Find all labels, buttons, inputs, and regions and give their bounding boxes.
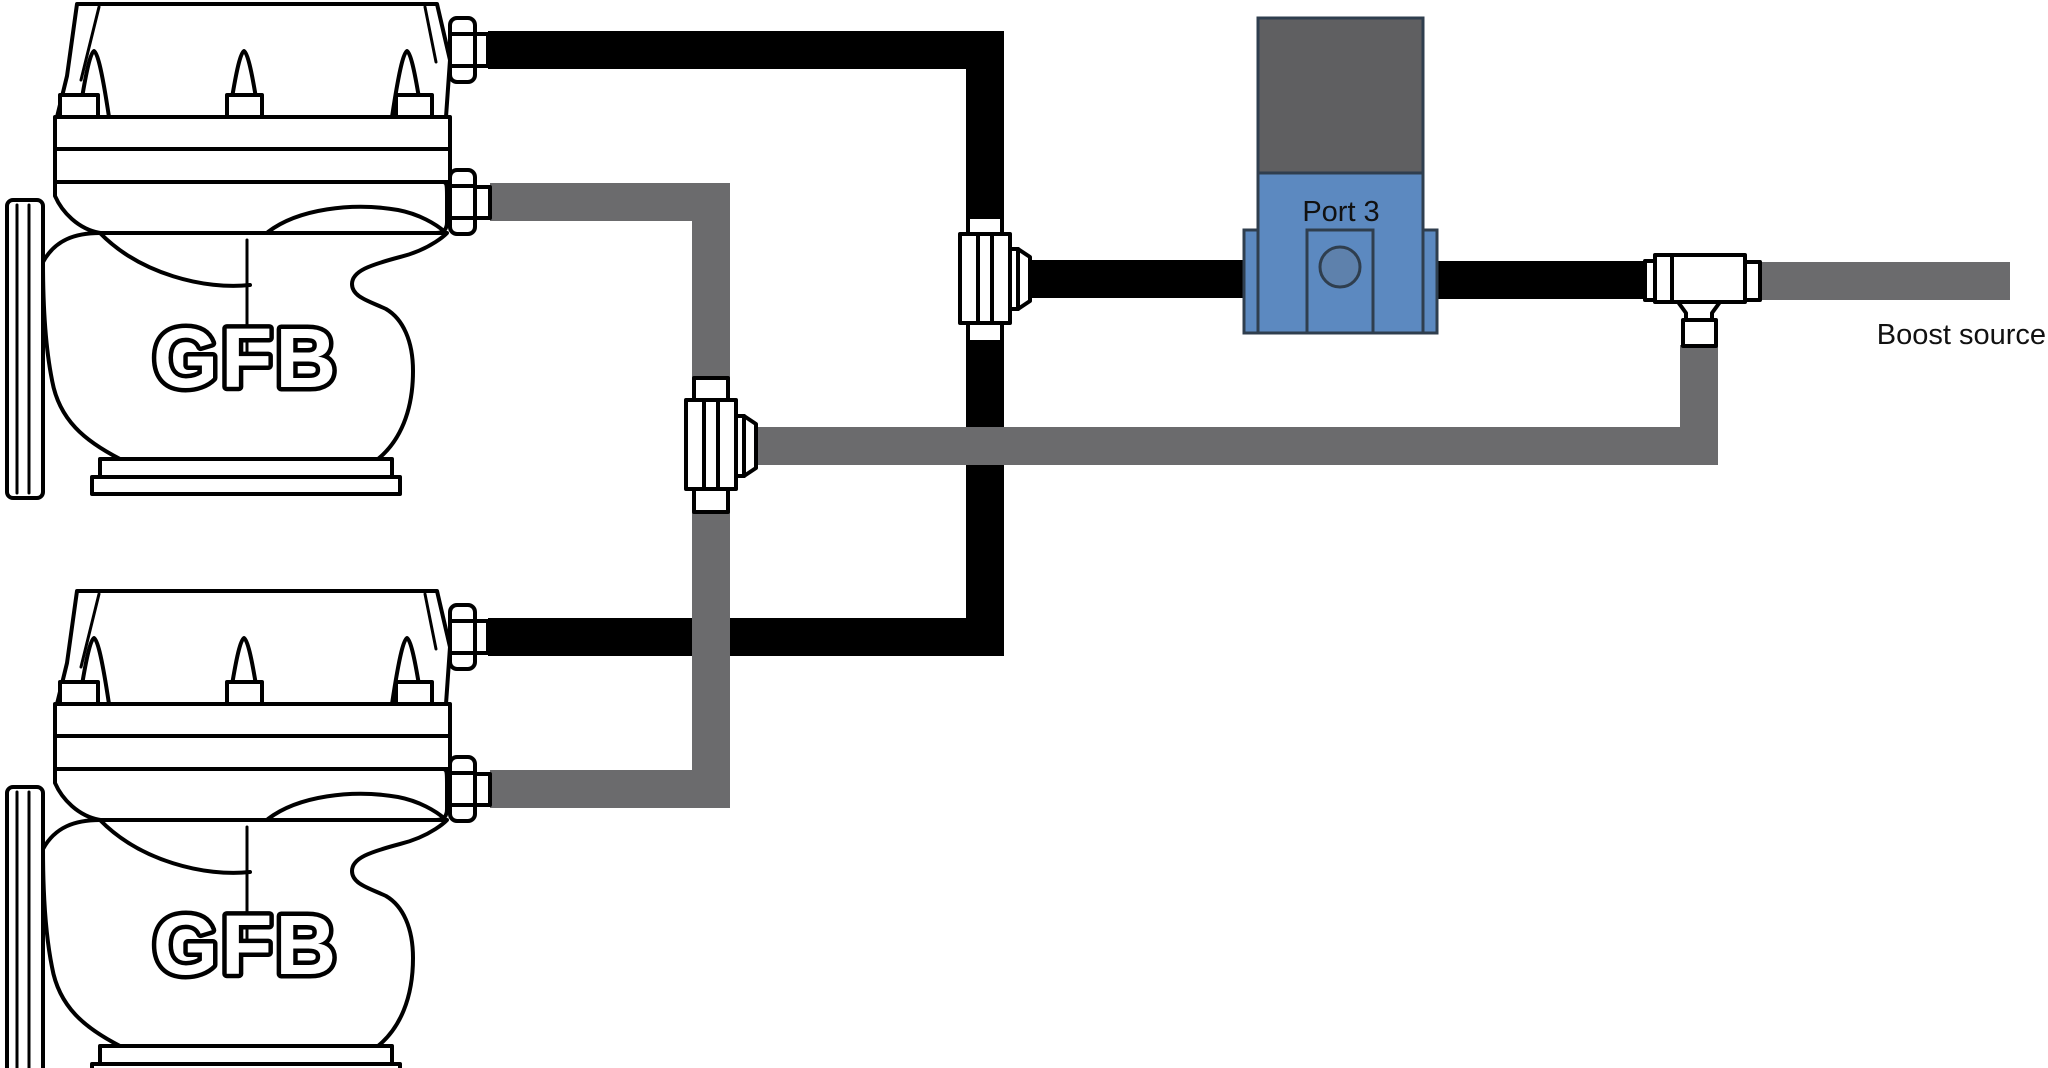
tee-fitting-gray [684, 376, 758, 514]
tee-body-lines [702, 398, 720, 491]
tee-body [684, 398, 738, 491]
hose-black-top-wastegate-to-tee [488, 31, 1004, 218]
tee-right-collar [1743, 260, 1762, 302]
boost-solenoid: Port 3 [1242, 16, 1439, 335]
tee-top-collar [692, 376, 730, 402]
tee-bottom-collar [966, 321, 1004, 344]
tee-top-collar [966, 215, 1004, 236]
hose-gray-tee-to-boost-tee [754, 345, 1718, 465]
tee-body [958, 232, 1012, 325]
solenoid-ear-left [1242, 228, 1260, 335]
wastegate-top [7, 4, 490, 498]
tee-bottom-collar [692, 487, 730, 514]
tee-fitting-black [958, 215, 1032, 344]
solenoid-coil-top [1256, 16, 1425, 175]
tee-body [1653, 253, 1747, 304]
hose-gray-tee-to-bottom-wastegate [490, 510, 730, 808]
hoses [488, 31, 2010, 808]
tee-bottom-collar [1681, 318, 1718, 348]
port3-label: Port 3 [1302, 196, 1379, 228]
tee-bottom-port [1676, 300, 1722, 322]
solenoid-ear-right [1421, 228, 1439, 335]
tee-body-lines [976, 232, 994, 325]
wastegate-bottom [7, 591, 490, 1068]
boost-source-label: Boost source [1877, 319, 2046, 351]
tee-fitting-boost [1643, 253, 1762, 348]
solenoid-port-circle [1318, 245, 1362, 289]
hose-gray-top-wastegate-to-tee [490, 183, 730, 379]
